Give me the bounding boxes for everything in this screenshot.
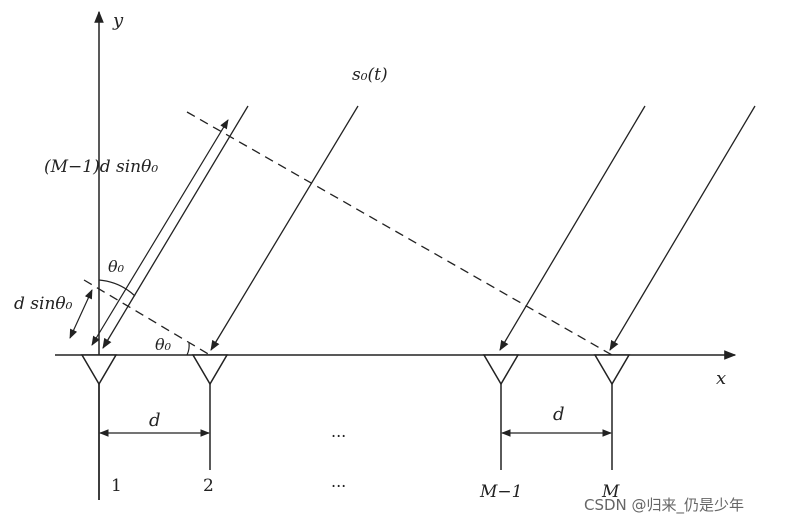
antenna-symbol	[80, 354, 118, 386]
element-index-m: M	[601, 482, 620, 502]
path-difference-arrow	[91, 119, 229, 346]
element-index-2: 2	[203, 476, 214, 496]
angle-label-top: θ₀	[108, 257, 125, 276]
ellipsis-lower: ...	[331, 472, 346, 491]
antenna-element-m	[593, 354, 631, 470]
spacing-difference-label: d sinθ₀	[14, 294, 73, 314]
ray-element-m-1	[499, 105, 646, 351]
element-index-1: 1	[111, 476, 122, 496]
ray-element-2	[210, 105, 359, 351]
spacing-label-right: d	[553, 404, 565, 425]
wavefront-far	[186, 111, 613, 356]
y-axis-label: y	[112, 10, 124, 31]
angle-arc-top	[98, 279, 136, 297]
spacing-label-left: d	[149, 410, 161, 431]
antenna-element-2	[191, 354, 229, 470]
x-axis-label: x	[716, 368, 726, 389]
path-difference-label: (M−1)d sinθ₀	[44, 157, 158, 177]
spacing-difference-arrow	[69, 289, 93, 339]
antenna-symbol	[191, 354, 229, 386]
signal-label: s₀(t)	[352, 65, 388, 85]
antenna-symbol	[482, 354, 520, 386]
antenna-element-1	[80, 354, 118, 500]
antenna-element-m-1	[482, 354, 520, 470]
element-index-m-1: M−1	[479, 482, 522, 502]
ray-element-m	[609, 105, 756, 351]
watermark-text: CSDN @归来_仍是少年	[584, 496, 744, 515]
antenna-symbol	[593, 354, 631, 386]
angle-label-bottom: θ₀	[155, 335, 172, 354]
ray-element-1	[102, 105, 249, 349]
incident-rays	[102, 105, 756, 351]
wavefront-near	[83, 279, 211, 356]
ellipsis-upper: ...	[331, 422, 346, 441]
angle-arc-bottom	[186, 342, 190, 356]
